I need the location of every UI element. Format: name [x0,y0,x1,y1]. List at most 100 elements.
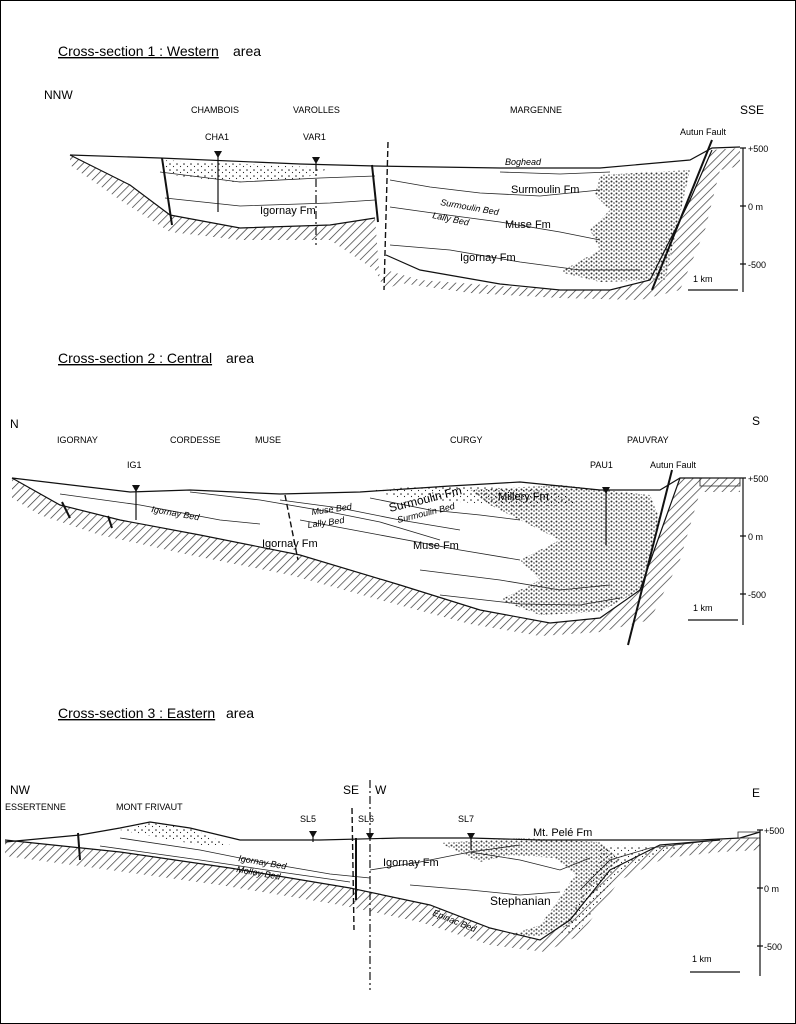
well-marker [602,487,610,494]
bedding-line [99,845,351,883]
depth-tick: +500 [764,826,784,836]
fault-line [77,832,81,861]
cross-section-2: Cross-section 2 : Central area N S IGORN… [10,350,768,646]
formation-label: Millery Fm [498,491,549,503]
locality-label: MUSE [255,435,281,445]
formation-label: Stephanian [490,894,551,908]
bedding-line [439,594,621,606]
section-2-dir-left: N [10,417,19,431]
section-3-dir-left: NW [10,783,31,797]
bedding-line [389,244,640,271]
bedding-line [299,519,521,561]
section-1-dir-right: SSE [740,103,764,117]
locality-label: IGORNAY [57,435,98,445]
cross-section-1: Cross-section 1 : Western area NNW SSE C… [44,43,768,300]
section-3-title: Cross-section 3 : Eastern [58,705,215,721]
bedding-line [59,493,261,525]
bedding-line [499,171,611,175]
bedding-line [469,851,591,871]
section-2-title: Cross-section 2 : Central [58,350,212,366]
depth-tick: +500 [748,144,768,154]
fault-label: Autun Fault [680,127,727,137]
formation-label: Muse Fm [505,219,551,231]
locality-label: MONT FRIVAUT [116,802,183,812]
bed-label: Lally Bed [432,210,471,228]
sandstone-wedge [470,485,660,615]
fault-line [61,501,71,519]
well-label: PAU1 [590,460,613,470]
section-2-title-rest: area [226,350,254,366]
fault-cap [699,477,741,487]
depth-tick: -500 [748,260,766,270]
section-3-title-rest: area [226,705,254,721]
bedding-line [579,841,701,891]
horizontal-scale-label: 1 km [692,954,712,964]
ground-surface [4,821,761,843]
bedding-line [189,491,441,541]
sandstone-wedge [560,170,690,282]
autun-fault [651,139,713,291]
section-1-title-rest: area [233,43,261,59]
bedding-line [419,569,611,591]
formation-label: Igornay Fm [460,252,516,264]
formation-label: Igornay Fm [262,538,318,550]
central-fault-dashed [383,141,389,291]
fault-line [161,157,173,226]
depth-tick: 0 m [764,884,779,894]
fault-line [107,515,113,529]
horizontal-scale-label: 1 km [693,274,713,284]
depth-tick: 0 m [748,202,763,212]
section-junction-dashed [351,807,355,931]
locality-label: PAUVRAY [627,435,669,445]
bed-label: Boghead [505,157,542,167]
locality-label: CURGY [450,435,483,445]
well-marker [467,833,475,840]
depth-scale-axis [757,829,763,976]
fault-label: Autun Fault [650,460,697,470]
section-2-dir-right: S [752,414,760,428]
locality-label: CORDESSE [170,435,221,445]
locality-label: CHAMBOIS [191,105,239,115]
ground-surface [69,146,741,169]
locality-label: ESSERTENNE [5,802,66,812]
bedding-line [409,884,561,896]
depth-tick: 0 m [748,532,763,542]
bedding-line [369,844,521,871]
stephanian-dots [560,840,720,935]
horizontal-scale-label: 1 km [693,603,713,613]
section-1-dir-left: NNW [44,88,73,102]
formation-label: Mt. Pelé Fm [533,827,592,839]
locality-label: VAROLLES [293,105,340,115]
bed-label: Muse Bed [311,501,354,517]
formation-label: Surmoulin Fm [511,184,579,196]
millery-dots [370,485,580,507]
formation-label: Muse Fm [413,540,459,552]
depth-scale-axis [740,477,746,625]
basement-hatch [70,148,740,300]
well-label: SL7 [458,814,474,824]
basin-floor [69,154,376,229]
well-label: IG1 [127,460,142,470]
well-label: VAR1 [303,132,326,142]
bed-label: Igornay Bed [151,504,202,522]
depth-tick: +500 [748,474,768,484]
autun-fault [627,469,673,646]
well-marker [132,485,140,492]
well-marker [312,157,320,164]
depth-tick: -500 [748,590,766,600]
section-3-dir-mid-right: W [375,783,387,797]
formation-label: Igornay Fm [260,205,316,217]
mont-frivaut-dots [120,823,230,845]
ground-surface [11,477,740,495]
depth-tick: -500 [764,942,782,952]
well-marker [309,831,317,838]
section-1-title: Cross-section 1 : Western [58,43,219,59]
depth-scale-axis [740,147,746,292]
bedding-line [164,197,376,207]
bedding-line [119,837,371,879]
chambois-upper-dots [160,160,330,182]
cross-section-3: Cross-section 3 : Eastern area NW SE W E… [4,705,784,990]
section-3-dir-right: E [752,786,760,800]
well-marker [366,833,374,840]
